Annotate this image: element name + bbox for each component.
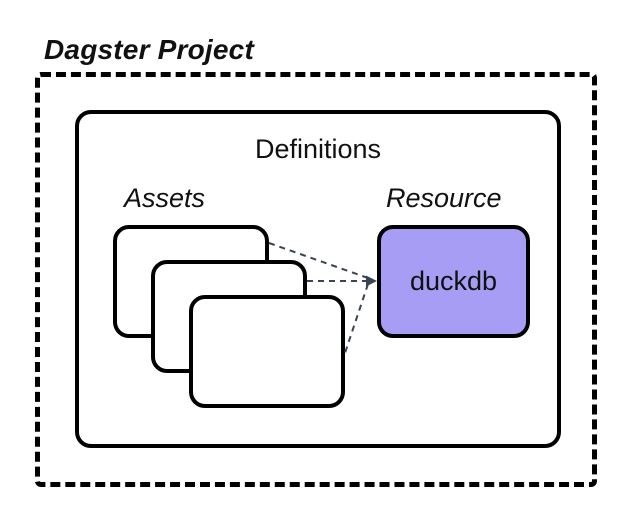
definitions-label: Definitions (254, 134, 382, 164)
resource-node-label: duckdb (409, 266, 498, 296)
dagster-project-boundary (35, 72, 597, 487)
assets-label: Assets (124, 183, 206, 213)
resource-label: Resource (386, 183, 502, 213)
asset-card (189, 295, 345, 408)
resource-node-duckdb: duckdb (377, 225, 530, 338)
diagram-title: Dagster Project (44, 34, 254, 65)
